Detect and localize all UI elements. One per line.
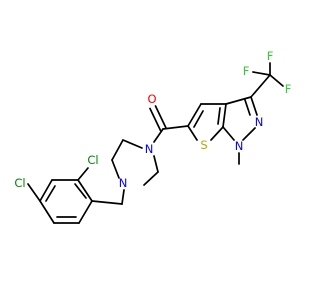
atom-nitrogen-n2: N (255, 115, 264, 129)
atom-oxygen: O (147, 92, 156, 106)
bond-pip-1 (122, 139, 143, 149)
bond-ar-1d (74, 183, 87, 199)
bond-th-s-c7a (210, 126, 224, 141)
bond-pz-c3-n2 (250, 96, 258, 116)
bond-pz-c3a-c7a-d (217, 107, 221, 125)
bond-th-c5-s (187, 125, 198, 141)
bond-pip-3 (111, 159, 120, 179)
bond-pz-c3a-c7a (222, 103, 227, 128)
atom-fluorine-1: F (267, 49, 274, 63)
bond-pip-5 (143, 171, 159, 186)
atom-nitrogen-amide: N (145, 142, 154, 156)
bond-pz-c3a-c3 (225, 96, 252, 105)
atom-fluorine-3: F (285, 82, 292, 96)
bond-pz-n2-n1 (242, 127, 256, 141)
bond-carbonyl-amide-n (153, 128, 164, 143)
bond-carbonyl-o-1 (154, 105, 167, 129)
molecule-drawing: O N N S N N Cl Cl F F F (14, 49, 291, 224)
bond-pip-2 (111, 139, 124, 161)
atom-chlorine-ortho: Cl (87, 153, 98, 167)
bond-ar-cl-para (27, 183, 41, 202)
bond-ar-4 (39, 200, 55, 224)
bond-ar-3 (39, 179, 53, 202)
bond-ar-cl-ortho (77, 167, 89, 181)
bond-ar-1 (77, 179, 93, 202)
bond-pip-4 (153, 155, 159, 173)
bond-c3-cf3 (250, 74, 271, 98)
atom-chlorine-para: Cl (14, 176, 25, 190)
bond-carbonyl-o-2 (149, 107, 162, 132)
bond-cf3-f2 (252, 71, 271, 76)
bonds (27, 62, 284, 224)
bond-pz-c3-n2-d (244, 99, 251, 116)
bond-th-c5-c4d (193, 110, 204, 128)
bond-carbonyl-thiophene (162, 125, 189, 130)
atom-nitrogen-n1: N (235, 139, 244, 153)
bond-ar-6 (78, 200, 93, 224)
structure-svg: O N N S N N Cl Cl F F F (14, 49, 291, 224)
bond-pz-n1-c7a (222, 126, 235, 141)
atom-sulfur: S (200, 138, 207, 152)
atom-fluorine-2: F (243, 64, 250, 78)
bond-n-ch2 (121, 189, 125, 205)
atom-nitrogen-benzyl: N (119, 176, 128, 190)
atom-labels: O N N S N N Cl Cl F F F (14, 49, 291, 190)
bond-ch2-aryl (91, 200, 123, 205)
bond-ar-3d (45, 185, 56, 202)
bond-cf3-f3 (269, 74, 284, 87)
bond-th-c5-c4 (187, 103, 202, 127)
